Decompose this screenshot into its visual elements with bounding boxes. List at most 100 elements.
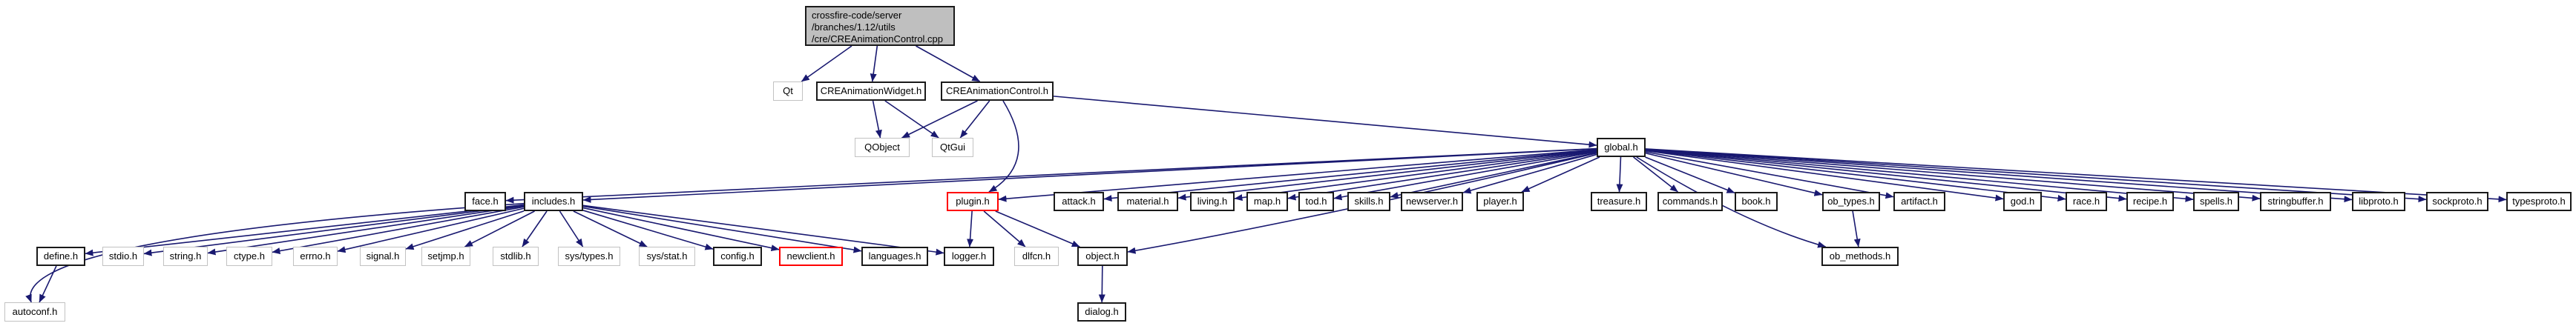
node-plugin[interactable]: plugin.h [947,192,999,211]
edge-includes-to-stdlib [522,210,548,247]
edge-creanimcontrol-to-global [1053,96,1597,148]
node-creanimcontrol[interactable]: CREAnimationControl.h [941,82,1054,101]
node-systypes: sys/types.h [558,247,620,266]
edge-includes-to-logger [582,204,944,256]
node-includes[interactable]: includes.h [524,192,583,211]
node-tod[interactable]: tod.h [1298,192,1334,211]
edge-global-to-object [1127,152,1597,254]
edge-includes-to-string [207,205,525,256]
node-typesproto[interactable]: typesproto.h [2506,192,2572,211]
edge-includes-to-config [582,210,714,250]
edge-includes-to-sysstat [573,210,648,247]
node-treasure[interactable]: treasure.h [1591,192,1647,211]
node-living[interactable]: living.h [1190,192,1235,211]
node-ob_types[interactable]: ob_types.h [1822,192,1880,211]
node-map[interactable]: map.h [1246,192,1288,211]
node-config[interactable]: config.h [713,247,762,266]
edge-global-to-material [1177,149,1597,201]
node-global[interactable]: global.h [1597,138,1646,157]
edge-includes-to-newclient [582,207,780,252]
node-commands[interactable]: commands.h [1657,192,1723,211]
edge-global-to-race [1645,150,2066,202]
edge-includes-to-define [85,204,525,256]
edge-global-to-book [1645,156,1735,194]
edge-group [25,45,2507,303]
edge-main-to-creanimwidget [870,45,878,82]
edge-global-to-stringbuffer [1645,148,2261,202]
node-newclient[interactable]: newclient.h [779,247,843,266]
edge-plugin-to-object [995,210,1080,247]
edge-creanimcontrol-to-plugin [988,100,1019,193]
edge-global-to-attack [1103,149,1597,202]
edge-main-to-qt [801,45,852,82]
node-qtgui: QtGui [932,138,973,157]
node-skills[interactable]: skills.h [1347,192,1390,211]
node-artifact[interactable]: artifact.h [1893,192,1945,211]
edge-includes-to-setjmp [464,210,535,247]
edge-main-to-creanimcontrol [916,45,981,82]
node-stringbuffer[interactable]: stringbuffer.h [2260,192,2331,211]
node-material[interactable]: material.h [1117,192,1178,211]
node-god[interactable]: god.h [2003,192,2042,211]
edge-creanimcontrol-to-qtgui [959,100,990,139]
edge-includes-to-stdio [143,204,525,256]
node-race[interactable]: race.h [2066,192,2107,211]
node-libproto[interactable]: libproto.h [2352,192,2405,211]
node-sockproto[interactable]: sockproto.h [2426,192,2488,211]
edge-creanimcontrol-to-qobject [901,100,978,139]
node-autoconf: autoconf.h [4,302,65,322]
edge-global-to-artifact [1645,151,1894,199]
edge-global-to-skills [1390,152,1597,199]
node-attack[interactable]: attack.h [1054,192,1104,211]
edge-global-to-recipe [1645,149,2127,202]
node-logger[interactable]: logger.h [944,247,994,266]
edge-plugin-to-dlfcn [983,210,1026,247]
edge-global-to-plugin [998,148,1597,202]
node-setjmp: setjmp.h [421,247,470,266]
edge-includes-to-systypes [559,210,584,247]
node-main: crossfire-code/server /branches/1.12/uti… [805,6,955,46]
edge-global-to-map [1287,150,1597,201]
node-face[interactable]: face.h [464,192,506,211]
edge-global-to-ob_types [1645,152,1823,196]
edge-includes-to-ctype [272,206,525,254]
edge-object-to-dialog [1098,265,1105,303]
edge-includes-to-signal [405,210,525,250]
node-sysstat: sys/stat.h [639,247,695,266]
node-spells[interactable]: spells.h [2193,192,2239,211]
node-define[interactable]: define.h [36,247,85,266]
node-errno: errno.h [293,247,338,266]
edge-ob_types-to-ob_methods [1852,210,1861,247]
node-object[interactable]: object.h [1077,247,1128,266]
node-recipe[interactable]: recipe.h [2126,192,2174,211]
edge-global-to-typesproto [1645,148,2507,203]
edge-global-to-player [1521,156,1600,193]
edge-creanimwidget-to-qobject [872,100,882,139]
node-ctype: ctype.h [226,247,272,266]
edge-global-to-living [1234,150,1597,202]
node-book[interactable]: book.h [1735,192,1778,211]
node-creanimwidget[interactable]: CREAnimationWidget.h [816,82,926,101]
edge-global-to-spells [1645,149,2194,202]
node-dialog[interactable]: dialog.h [1077,302,1126,322]
node-signal: signal.h [360,247,406,266]
node-stdlib: stdlib.h [493,247,539,266]
node-string: string.h [163,247,208,266]
edge-global-to-newserver [1462,153,1597,194]
edge-global-to-face [505,147,1597,204]
node-languages[interactable]: languages.h [861,247,928,266]
edge-global-to-treasure [1616,156,1623,193]
node-dlfcn: dlfcn.h [1014,247,1059,266]
node-player[interactable]: player.h [1476,192,1524,211]
edge-global-to-tod [1333,151,1597,201]
node-ob_methods[interactable]: ob_methods.h [1821,247,1899,266]
node-qt: Qt [773,82,803,101]
edge-plugin-to-logger [967,210,974,247]
edge-global-to-god [1645,150,2004,202]
node-newserver[interactable]: newserver.h [1401,192,1463,211]
edge-define-to-autoconf [39,265,57,303]
edge-global-to-sockproto [1645,148,2427,203]
edge-includes-to-autoconf [25,202,525,303]
